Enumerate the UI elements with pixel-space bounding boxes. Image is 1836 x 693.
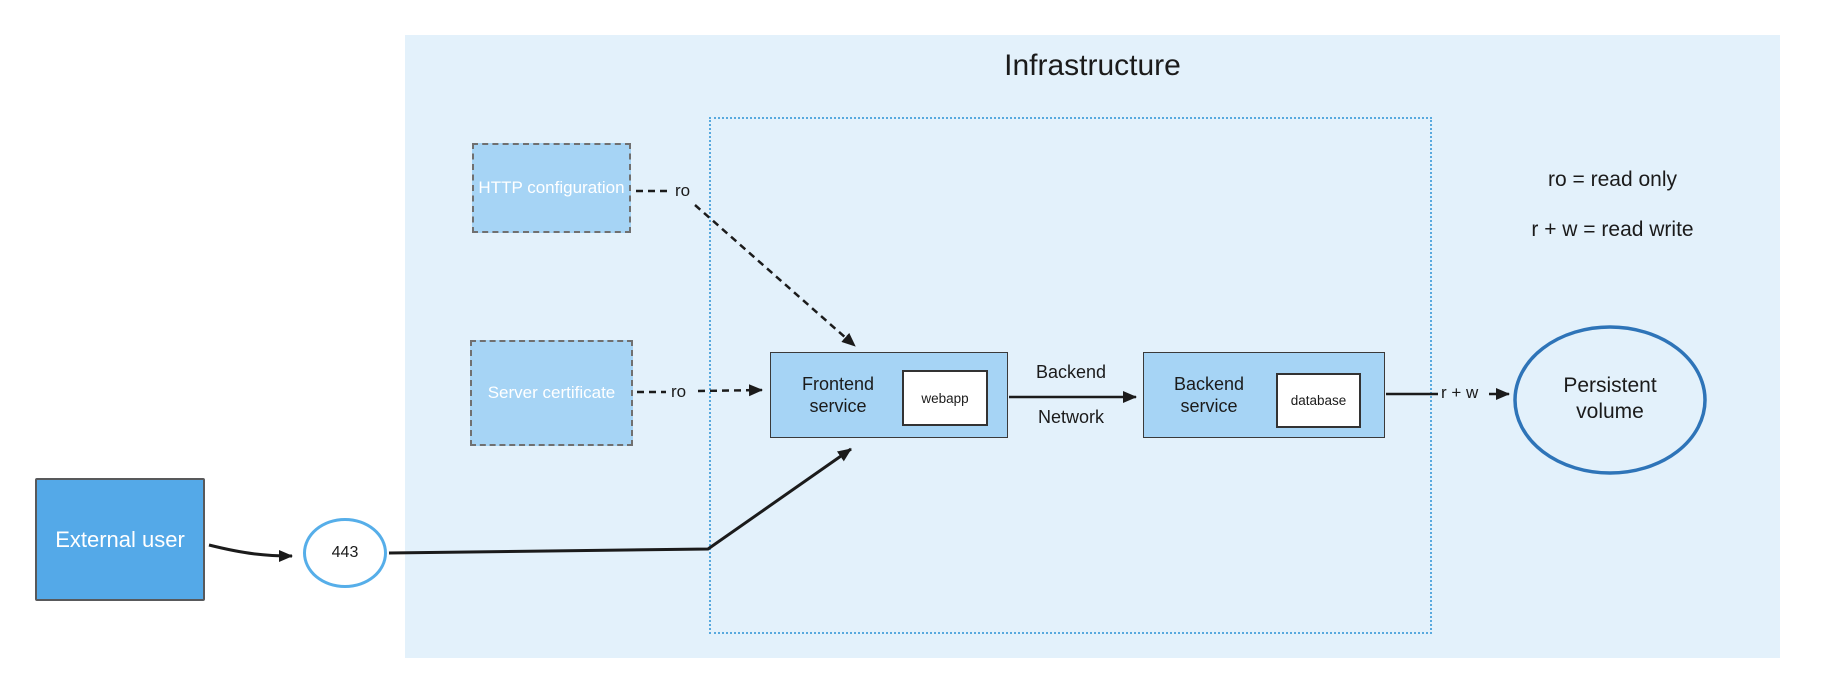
edge-label-ro-cert: ro (671, 382, 687, 401)
frontend-service-label: Frontend service (801, 373, 875, 417)
backend-service-label: Backend service (1173, 373, 1245, 417)
persistent-volume-label: Persistent volume (1563, 374, 1657, 424)
network-boundary (709, 117, 1432, 634)
edge-http-to-frontend-b (694, 204, 856, 347)
http-configuration-node: HTTP configuration (472, 143, 631, 233)
edge-port-to-frontend (388, 447, 852, 555)
edge-label-backend-network-line2: Network (1037, 407, 1104, 427)
edge-label-ro-http: ro (675, 181, 691, 200)
infrastructure-region: Infrastructure (405, 35, 1780, 658)
frontend-service-node: Frontend service webapp (770, 352, 1008, 438)
port-443-label: 443 (331, 544, 359, 561)
server-certificate-label: Server certificate (487, 383, 616, 402)
legend: ro = read only r + w = read write (1505, 168, 1720, 242)
edge-label-rw: r + w (1441, 383, 1479, 402)
server-certificate-node: Server certificate (470, 340, 633, 446)
database-node: database (1276, 373, 1361, 428)
legend-read-only: ro = read only (1548, 168, 1677, 191)
webapp-node: webapp (902, 370, 988, 426)
external-user-node: External user (35, 478, 205, 601)
persistent-volume-shape (1513, 325, 1707, 475)
backend-service-node: Backend service database (1143, 352, 1385, 438)
webapp-label: webapp (921, 390, 969, 406)
edge-cert-to-frontend-b (697, 384, 763, 397)
http-configuration-label: HTTP configuration (478, 178, 625, 197)
port-443-node: 443 (303, 518, 387, 588)
diagram-title: Infrastructure (1004, 49, 1181, 82)
legend-read-write: r + w = read write (1531, 218, 1694, 241)
external-user-label: External user (55, 526, 185, 552)
database-label: database (1290, 393, 1347, 408)
edge-label-backend-network-line1: Backend (1035, 362, 1107, 382)
edge-user-to-port (208, 543, 293, 562)
